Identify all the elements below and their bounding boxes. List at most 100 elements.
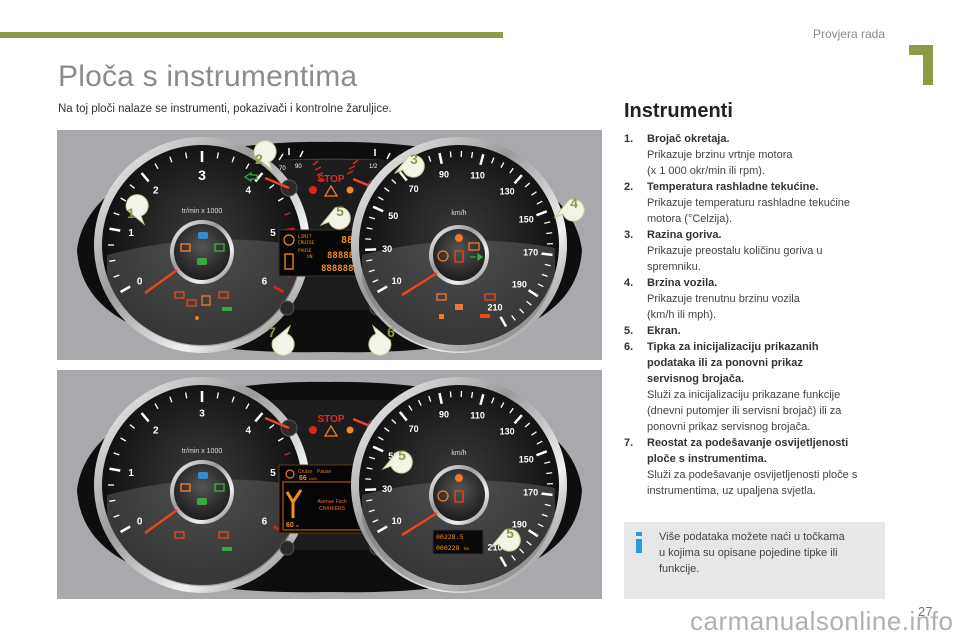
tick-label: 5: [270, 228, 276, 239]
minor-tick: [384, 187, 390, 192]
instrument-item: 3.Razina goriva.Prikazuje preostalu koli…: [624, 227, 894, 275]
odometer-unit: km: [464, 546, 469, 551]
warning-triangle-icon: [323, 184, 339, 197]
major-tick: [365, 488, 377, 492]
minor-tick: [537, 283, 544, 288]
minor-tick: [470, 151, 474, 159]
minor-tick: [511, 555, 516, 561]
minor-tick: [417, 399, 422, 406]
minor-tick: [366, 499, 373, 502]
warning-triangle-icon: [323, 424, 339, 437]
info-box: Više podataka možete naći u točkama u ko…: [624, 522, 885, 599]
major-tick: [109, 467, 121, 472]
item-number: 4.: [624, 277, 634, 289]
minor-tick: [519, 308, 525, 314]
item-number: 5.: [624, 325, 634, 337]
callout-5: 5: [319, 203, 351, 230]
minor-tick: [129, 184, 136, 189]
minor-tick: [491, 157, 495, 164]
major-tick: [119, 285, 131, 294]
stop-light: [309, 186, 317, 194]
city-name: CHANIERS: [319, 506, 346, 512]
item-description-line: ponovni prikaz servisnog brojača.: [647, 421, 811, 433]
engine-check-icon: [436, 293, 447, 301]
tick-label: 150: [519, 214, 534, 224]
minor-tick: [169, 156, 173, 163]
minor-tick: [377, 436, 384, 441]
rpm-tick-3: 3: [198, 167, 206, 183]
minor-tick: [541, 513, 548, 517]
major-tick: [140, 412, 150, 423]
item-title: Razina goriva.: [647, 229, 722, 241]
callout-3: 3: [393, 151, 425, 178]
minor-tick: [511, 315, 516, 321]
oil-level-icon: [480, 314, 490, 318]
minor-tick: [366, 227, 373, 230]
brake-icon: [186, 299, 197, 307]
major-tick: [438, 392, 443, 405]
lcd-digits-bot: 888888: [321, 264, 354, 274]
minor-tick: [231, 156, 235, 163]
tick-label: 10: [392, 276, 402, 286]
belt-icon: [201, 295, 211, 306]
info-line: Više podataka možete naći u točkama: [659, 531, 845, 543]
page-number: 27: [918, 604, 933, 619]
minor-tick: [541, 273, 548, 277]
dimmer-button[interactable]: [279, 300, 295, 316]
callout-4: 4: [553, 195, 585, 222]
header-accent-bar: [0, 32, 503, 38]
minor-tick: [408, 405, 413, 411]
item-title: Temperatura rashladne tekućine.: [647, 181, 819, 193]
distance-value: 60: [286, 522, 294, 529]
front-fog-icon: [214, 243, 225, 252]
minor-tick: [526, 540, 532, 546]
minor-tick: [231, 396, 235, 403]
oil-icon: [218, 531, 229, 539]
minor-tick: [216, 392, 219, 399]
trip-odometer: 00228.5: [436, 533, 463, 541]
warning-icon: [174, 531, 185, 539]
minor-tick: [544, 263, 551, 267]
info-line: u kojima su opisane pojedine tipke ili: [659, 547, 838, 559]
item-description-line: Služi za inicijalizaciju prikazane funkc…: [647, 389, 841, 401]
item-description-line: (x 1 000 okr/min ili rpm).: [647, 165, 765, 177]
instrument-item: 7.Reostat za podešavanje osvijetljenosti…: [624, 435, 894, 499]
minor-tick: [369, 216, 376, 220]
tick-label: 6: [262, 517, 268, 528]
tick-label: 3: [199, 409, 205, 420]
tick-label: 110: [470, 171, 485, 181]
tick-label: 90: [439, 410, 449, 420]
tick-label: 130: [500, 427, 515, 437]
minor-tick: [491, 397, 495, 404]
cruise-label: Cruise: [298, 469, 313, 475]
tick-label: 210: [487, 543, 502, 553]
distance-unit: m: [296, 524, 299, 528]
navigation-arrow-icon: [285, 489, 303, 518]
watermark: carmanualsonline.info: [690, 606, 954, 636]
tick-label: 110: [470, 411, 485, 421]
callout-7: 7: [268, 324, 295, 356]
cruise-icon: [285, 469, 295, 479]
tick-label: 4: [245, 185, 251, 196]
item-number: 6.: [624, 341, 634, 353]
front-fog-icon: [214, 483, 225, 492]
major-tick: [109, 227, 121, 232]
odometer-display: 00228.5 000228 km: [432, 529, 484, 555]
pause-label: Pause: [317, 469, 331, 475]
item-title-line: Reostat za podešavanje osvijetljenosti: [647, 437, 849, 449]
callout-6: 6: [368, 324, 395, 356]
rear-fog-icon: [180, 483, 191, 492]
svg-text:7: 7: [268, 324, 276, 340]
tick-label: 5: [270, 468, 276, 479]
item-body: Ekran.: [647, 323, 681, 339]
minor-tick: [526, 300, 532, 306]
total-odometer: 000228: [436, 544, 460, 552]
lcd-pause: PAUSE: [298, 248, 312, 254]
svg-text:2: 2: [255, 151, 263, 167]
major-tick: [398, 411, 408, 422]
temp-tick-90: 90: [295, 164, 302, 170]
item-description-line: (dnevni putomjer ili servisni brojač) il…: [647, 405, 842, 417]
dimmer-button[interactable]: [279, 540, 295, 556]
callout-2: 2: [253, 140, 277, 172]
